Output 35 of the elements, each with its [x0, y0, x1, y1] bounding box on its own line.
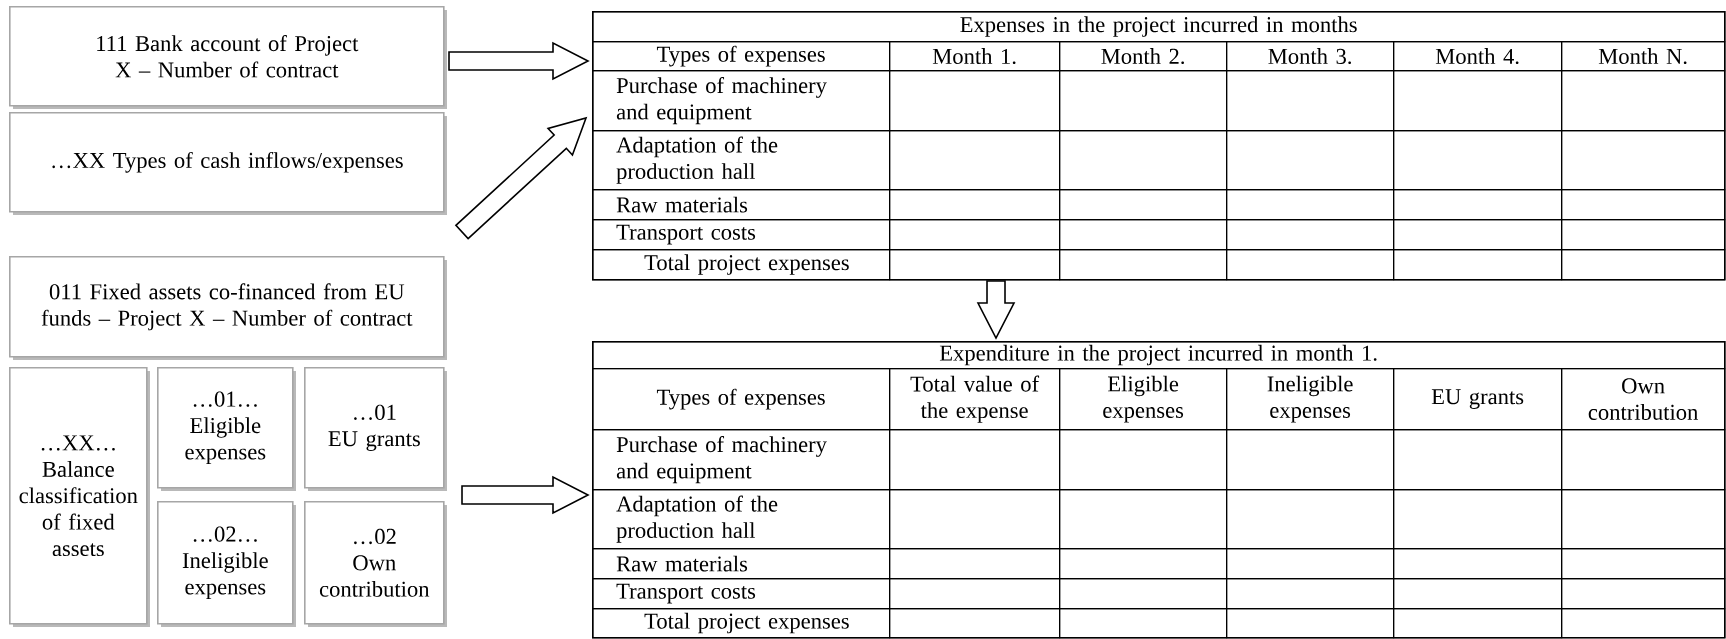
table-title: Expenses in the project incurred in months	[592, 11, 1726, 43]
text-box: 011 Fixed assets co-financed from EU funds – Project X – Number of contract	[9, 256, 447, 360]
column-header: Total value of the expense	[889, 368, 1061, 431]
row-header: Transport costs	[592, 578, 891, 610]
column-header: Month 3.	[1226, 41, 1395, 72]
column-header: Month 1.	[889, 41, 1061, 72]
text-box: …01… Eligible expenses	[157, 367, 296, 491]
column-header: Types of expenses	[592, 41, 891, 72]
text-box: …02 Own contribution	[304, 501, 447, 627]
row-header: Total project expenses	[592, 608, 891, 639]
column-header: EU grants	[1393, 368, 1563, 431]
row-header: Adaptation of the production hall	[592, 489, 891, 550]
column-header: Eligible expenses	[1059, 368, 1228, 431]
row-header: Adaptation of the production hall	[592, 130, 891, 191]
column-header: Ineligible expenses	[1226, 368, 1395, 431]
block-arrow	[976, 280, 1016, 340]
row-header: Raw materials	[592, 189, 891, 221]
column-header: Types of expenses	[592, 368, 891, 431]
row-header: Transport costs	[592, 219, 891, 251]
column-header: Month N.	[1561, 41, 1726, 72]
text-box: …XX Types of cash inflows/expenses	[9, 112, 447, 215]
text-box: …01 EU grants	[304, 367, 447, 491]
row-header: Purchase of machinery and equipment	[592, 70, 891, 132]
row-header: Raw materials	[592, 548, 891, 580]
block-arrow	[448, 41, 590, 81]
block-arrow	[461, 475, 590, 515]
column-header: Month 2.	[1059, 41, 1228, 72]
text-box: 111 Bank account of Project X – Number of contract	[9, 6, 447, 109]
row-header: Total project expenses	[592, 249, 891, 281]
column-header: Own contribution	[1561, 368, 1726, 431]
text-box: …XX… Balance classification of fixed assets	[9, 367, 150, 627]
row-header: Purchase of machinery and equipment	[592, 429, 891, 491]
table-title: Expenditure in the project incurred in month 1.	[592, 341, 1726, 370]
text-box: …02… Ineligible expenses	[157, 501, 296, 627]
column-header: Month 4.	[1393, 41, 1563, 72]
